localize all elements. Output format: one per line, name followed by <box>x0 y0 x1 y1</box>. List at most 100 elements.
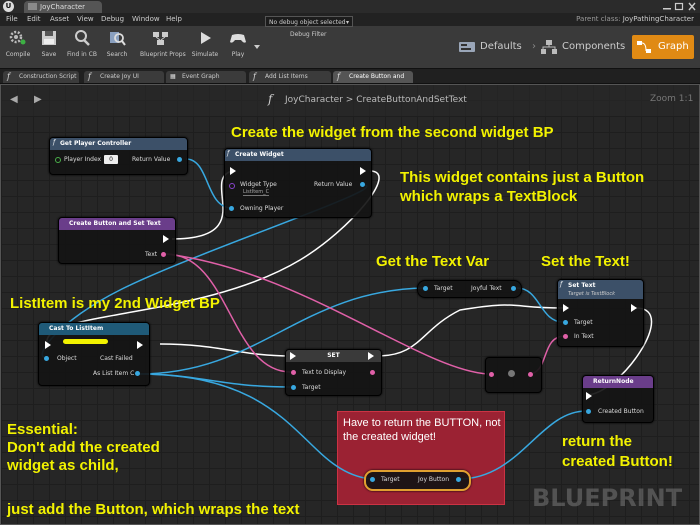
exec-in-pin[interactable] <box>290 352 296 360</box>
target-pin[interactable] <box>291 385 296 390</box>
node-get-joyful-text[interactable] <box>417 280 522 298</box>
function-icon: f <box>53 139 56 146</box>
tab-event-graph[interactable]: ▦Event Graph <box>166 71 246 83</box>
widget-type-select[interactable]: ListItem_C <box>243 189 270 196</box>
play-label: Play <box>231 51 245 58</box>
mode-components-button[interactable]: › Components <box>532 35 630 59</box>
annotation-essential-1: Essential: <box>7 421 78 438</box>
mode-defaults-button[interactable]: Defaults <box>456 35 528 59</box>
tab-label: Create Joy UI <box>100 73 139 80</box>
compile-label: Compile <box>5 51 31 58</box>
simulate-button[interactable]: Simulate <box>190 28 220 66</box>
node-return[interactable]: ReturnNode <box>582 375 654 423</box>
node-set[interactable]: SET <box>285 349 382 396</box>
forward-arrow-icon[interactable]: ▶ <box>34 94 42 105</box>
menu-debug[interactable]: Debug <box>101 15 125 23</box>
maximize-icon[interactable] <box>674 2 684 11</box>
joyful-text-pin[interactable] <box>511 286 516 291</box>
mode-graph-button[interactable]: Graph <box>632 35 694 59</box>
annotation-create-widget: Create the widget from the second widget… <box>231 124 554 141</box>
reroute-in-pin[interactable] <box>489 372 494 377</box>
document-tab[interactable]: JoyCharacter <box>24 1 102 13</box>
exec-in-pin[interactable] <box>230 167 236 175</box>
created-button-pin[interactable] <box>586 409 591 414</box>
menu-window[interactable]: Window <box>132 15 160 23</box>
object-pin[interactable] <box>44 356 49 361</box>
wire-text <box>165 253 292 373</box>
pin-label: Widget Type <box>240 181 277 188</box>
reroute-knot-icon <box>508 370 515 377</box>
save-button[interactable]: Save <box>34 28 64 66</box>
text-pin[interactable] <box>161 252 166 257</box>
node-get-joy-button[interactable] <box>364 470 471 491</box>
menu-view[interactable]: View <box>77 15 94 23</box>
node-cast-to-list-item[interactable]: Cast To ListItem <box>38 322 150 386</box>
target-pin[interactable] <box>370 477 375 482</box>
close-icon[interactable] <box>687 2 697 11</box>
node-create-widget[interactable]: Create Widget <box>224 148 372 218</box>
play-button[interactable]: Play <box>223 28 253 66</box>
node-set-text[interactable]: Set Text Target is TextBlock <box>557 279 644 347</box>
pin-label: Return Value <box>314 181 353 188</box>
minimize-icon[interactable] <box>662 2 672 11</box>
search-button[interactable]: Search <box>102 28 132 66</box>
pin-label: As List Item C <box>93 370 135 377</box>
debug-object-select[interactable]: No debug object selected ▾ <box>265 16 353 27</box>
tab-label: Construction Script <box>19 73 77 80</box>
components-label: Components <box>562 41 626 52</box>
exec-in-pin[interactable] <box>586 392 592 400</box>
return-value-pin[interactable] <box>360 182 365 187</box>
blueprint-props-button[interactable]: Blueprint Props <box>140 28 186 66</box>
text-to-display-out-pin[interactable] <box>370 370 375 375</box>
exec-out-pin[interactable] <box>368 352 374 360</box>
compile-button[interactable]: Compile <box>3 28 33 66</box>
menu-file[interactable]: File <box>6 15 18 23</box>
blueprint-asset-icon <box>28 3 37 10</box>
cast-failed-pin[interactable] <box>137 355 143 363</box>
menu-help[interactable]: Help <box>166 15 182 23</box>
set-text-title: Set Text <box>568 282 596 289</box>
player-index-pin[interactable] <box>55 157 61 163</box>
node-create-button-and-set-text[interactable]: Create Button and Set Text <box>58 217 176 264</box>
as-list-item-pin[interactable] <box>135 371 140 376</box>
breadcrumb-root[interactable]: JoyCharacter <box>285 95 343 105</box>
joy-button-pin[interactable] <box>456 477 461 482</box>
search-label: Search <box>106 51 128 58</box>
widget-type-pin[interactable] <box>229 183 235 189</box>
exec-out-pin[interactable] <box>163 235 169 243</box>
node-header: ReturnNode <box>583 376 653 388</box>
menu-edit[interactable]: Edit <box>27 15 41 23</box>
menu-asset[interactable]: Asset <box>50 15 70 23</box>
text-to-display-pin[interactable] <box>291 370 296 375</box>
play-options-dropdown-icon[interactable] <box>254 42 260 52</box>
node-header: Create Button and Set Text <box>59 218 175 230</box>
find-in-cb-button[interactable]: Find in CB <box>67 28 97 66</box>
owning-player-pin[interactable] <box>229 206 234 211</box>
node-get-player-controller[interactable]: Get Player Controller <box>49 137 188 175</box>
node-header: Create Widget <box>225 149 371 161</box>
target-pin[interactable] <box>423 286 428 291</box>
exec-out-pin[interactable] <box>631 304 637 312</box>
breadcrumb: JoyCharacter > CreateButtonAndSetText <box>285 95 467 105</box>
annotation-return-1: return the <box>562 433 633 450</box>
exec-in-pin[interactable] <box>563 304 569 312</box>
breadcrumb-current: CreateButtonAndSetText <box>356 95 467 105</box>
return-value-pin[interactable] <box>177 157 182 162</box>
back-arrow-icon[interactable]: ◀ <box>10 94 18 105</box>
gamepad-icon <box>230 34 246 43</box>
player-index-input[interactable]: 0 <box>104 155 118 164</box>
exec-out-pin[interactable] <box>360 167 366 175</box>
target-pin[interactable] <box>563 320 568 325</box>
pin-label: Target <box>574 319 593 326</box>
exec-in-pin[interactable] <box>45 341 51 349</box>
exec-out-pin[interactable] <box>137 341 143 349</box>
pin-label: Cast Failed <box>100 355 133 362</box>
annotation-set-the-text: Set the Text! <box>541 253 630 270</box>
reroute-out-pin[interactable] <box>528 372 533 377</box>
pin-label: Text <box>145 251 158 258</box>
in-text-pin[interactable] <box>563 334 568 339</box>
